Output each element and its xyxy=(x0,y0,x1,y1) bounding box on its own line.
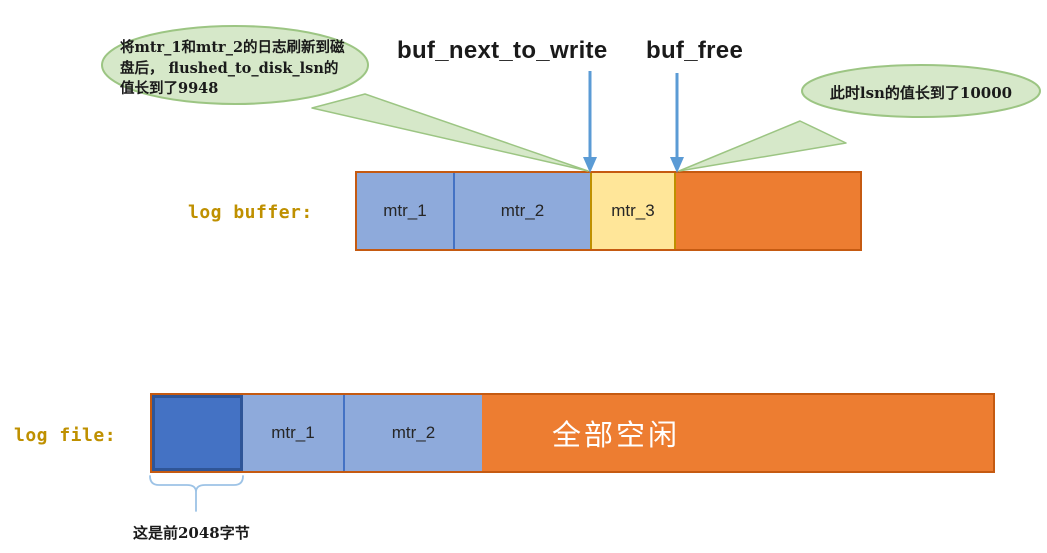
log-buffer-segment-mtr1: mtr_1 xyxy=(357,173,455,249)
log-buffer-segment-mtr3: mtr_3 xyxy=(590,173,676,249)
right-callout-tail-shape xyxy=(678,120,847,172)
segment-label: mtr_1 xyxy=(383,201,427,220)
right-callout-text: 此时lsn的值长到了10000 xyxy=(829,84,1013,102)
first-2048-bytes-brace xyxy=(149,475,244,512)
log-file-bar: mtr_1 mtr_2 全部空闲 xyxy=(150,393,995,473)
buf-next-to-write-label: buf_next_to_write xyxy=(397,37,608,64)
log-file-segment-mtr1: mtr_1 xyxy=(243,395,345,471)
segment-label: mtr_3 xyxy=(611,201,655,220)
left-callout-tail-shape xyxy=(311,93,589,172)
log-file-segment-mtr2: mtr_2 xyxy=(345,395,482,471)
segment-label: mtr_1 xyxy=(271,423,315,442)
log-buffer-bar: mtr_1 mtr_2 mtr_3 xyxy=(355,171,862,251)
log-buffer-segment-mtr2: mtr_2 xyxy=(455,173,590,249)
log-file-segment-first-2048 xyxy=(152,395,243,471)
log-file-label: log file: xyxy=(14,425,117,446)
first-2048-bytes-note: 这是前2048字节 xyxy=(133,524,250,542)
left-callout-text: 将mtr_1和mtr_2的日志刷新到磁 盘后， flushed_to_disk_… xyxy=(120,39,345,97)
segment-label: 全部空闲 xyxy=(552,420,681,452)
segment-label: mtr_2 xyxy=(500,201,545,220)
log-file-segment-free: 全部空闲 xyxy=(482,395,993,471)
segment-label: mtr_2 xyxy=(391,423,436,442)
log-buffer-label: log buffer: xyxy=(188,202,313,223)
log-buffer-segment-free xyxy=(676,173,860,249)
buf-free-label: buf_free xyxy=(646,37,744,64)
